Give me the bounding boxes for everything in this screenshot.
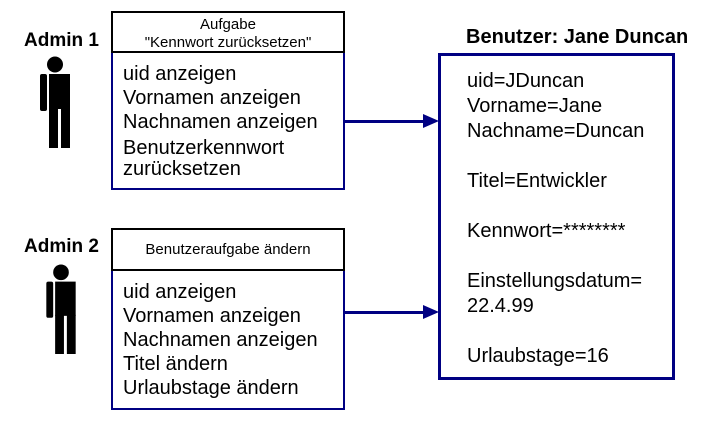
arrowhead-icon (423, 305, 439, 319)
task-box-admin2-body: uid anzeigen Vornamen anzeigen Nachnamen… (111, 269, 345, 410)
task-item: Nachnamen anzeigen (123, 111, 318, 133)
task-item: Titel ändern (123, 353, 228, 375)
task-box-admin1-title-line1: Aufgabe (200, 16, 256, 33)
task-box-admin1-header: Aufgabe "Kennwort zurücksetzen" (111, 11, 345, 53)
task-item: Vornamen anzeigen (123, 305, 301, 327)
arrow-admin1-to-user (345, 120, 425, 123)
user-line-urlaubstage: Urlaubstage=16 (467, 345, 609, 367)
user-line-nachname: Nachname=Duncan (467, 120, 645, 142)
person-icon (40, 56, 70, 148)
admin2-label: Admin 2 (24, 236, 99, 257)
task-item: Urlaubstage ändern (123, 377, 299, 399)
user-line-datum-wert: 22.4.99 (467, 295, 534, 317)
user-line-einstellungsdatum: Einstellungsdatum= (467, 270, 643, 292)
task-box-admin2-title: Benutzeraufgabe ändern (145, 240, 311, 258)
spacer-line (467, 144, 672, 169)
user-line-uid: uid=JDuncan (467, 70, 585, 92)
arrowhead-icon (423, 114, 439, 128)
task-item: uid anzeigen (123, 281, 237, 303)
task-item: Benutzerkennwort zurücksetzen (123, 137, 285, 180)
user-line-titel: Titel=Entwickler (467, 170, 607, 192)
spacer-line (467, 194, 672, 219)
task-item: Nachnamen anzeigen (123, 329, 318, 351)
task-box-admin1: Aufgabe "Kennwort zurücksetzen" uid anze… (111, 11, 345, 190)
person-icon (46, 264, 76, 354)
admin1-label: Admin 1 (24, 30, 99, 51)
task-box-admin1-body: uid anzeigen Vornamen anzeigen Nachnamen… (111, 51, 345, 190)
task-box-admin2-header: Benutzeraufgabe ändern (111, 228, 345, 271)
spacer-line (467, 244, 672, 269)
task-box-admin1-title-line2: "Kennwort zurücksetzen" (144, 34, 312, 51)
task-box-admin2: Benutzeraufgabe ändern uid anzeigen Vorn… (111, 228, 345, 410)
user-line-kennwort: Kennwort=******** (467, 220, 626, 242)
user-line-vorname: Vorname=Jane (467, 95, 603, 117)
arrow-admin2-to-user (345, 311, 425, 314)
spacer-line (467, 319, 672, 344)
user-heading: Benutzer: Jane Duncan (466, 26, 689, 48)
user-attributes-box: uid=JDuncan Vorname=Jane Nachname=Duncan… (438, 53, 675, 380)
task-item: Vornamen anzeigen (123, 87, 301, 109)
task-item: uid anzeigen (123, 63, 237, 85)
